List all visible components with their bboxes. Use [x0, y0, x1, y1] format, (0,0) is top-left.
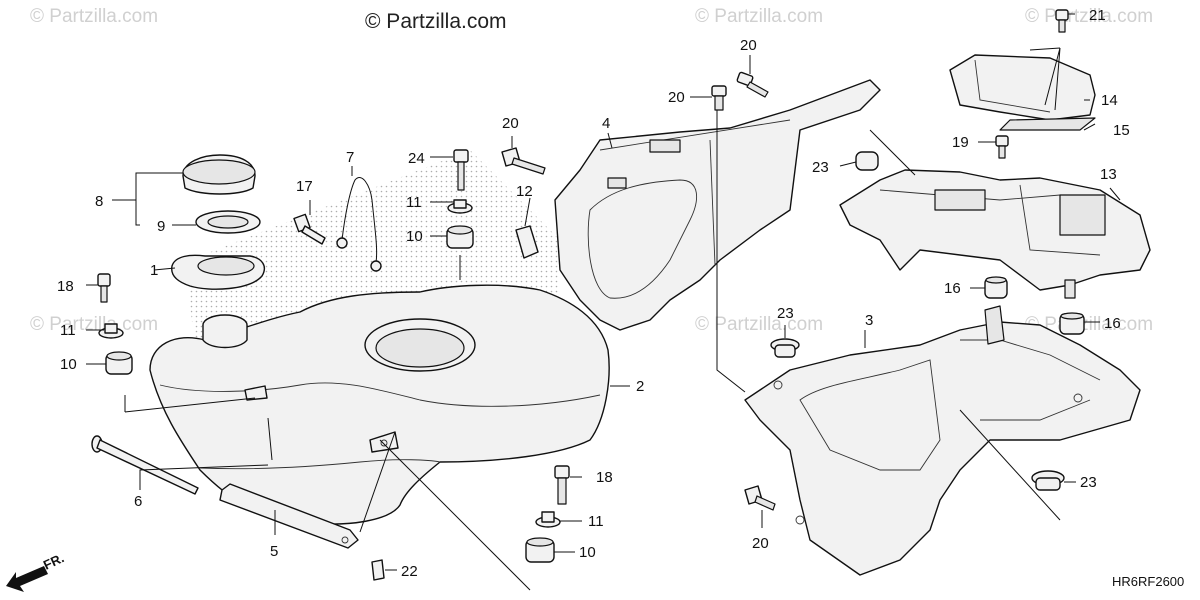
- callout-13: 13: [1100, 166, 1117, 183]
- callout-15: 15: [1113, 122, 1130, 139]
- callout-5: 5: [270, 543, 278, 560]
- callout-9: 9: [157, 218, 165, 235]
- callout-1: 1: [150, 262, 158, 279]
- leader-lines: [86, 13, 1121, 591]
- callout-18-lower: 18: [596, 469, 613, 486]
- long-bolt: [91, 435, 199, 495]
- callout-8: 8: [95, 193, 103, 210]
- bolt-20-c: [736, 71, 769, 98]
- callout-3: 3: [865, 312, 873, 329]
- clip-12: [515, 225, 539, 259]
- grommet-16-left: [984, 276, 1008, 299]
- callout-18-left: 18: [57, 278, 74, 295]
- callout-10-upper: 10: [406, 228, 423, 245]
- callout-23-mid: 23: [777, 305, 794, 322]
- bolt-20-b: [711, 85, 727, 111]
- direction-label: FR.: [41, 550, 66, 572]
- bolt-20-d: [744, 485, 776, 511]
- fuel-tank: [149, 284, 610, 525]
- ground-cable: [336, 177, 382, 272]
- callout-16-right: 16: [1104, 315, 1121, 332]
- watermark: © Partzilla.com: [1025, 314, 1153, 335]
- grommet-10-lower: [525, 537, 555, 563]
- callout-22: 22: [401, 563, 418, 580]
- callout-11-upper: 11: [406, 194, 422, 211]
- callout-19: 19: [952, 134, 969, 151]
- callout-10-left: 10: [60, 356, 77, 373]
- watermark: © Partzilla.com: [695, 314, 823, 335]
- callout-2: 2: [636, 378, 644, 395]
- callouts: 1 2 3 4 5 6 7 8 9 10 10 10 11 11 11 12 1…: [57, 7, 1130, 580]
- callout-7: 7: [346, 149, 354, 166]
- bolt-18-lower: [554, 465, 570, 505]
- cap-base: [171, 254, 266, 290]
- grommet-10-left: [105, 351, 133, 375]
- tank-strap: [219, 483, 359, 549]
- callout-24: 24: [408, 150, 425, 167]
- callout-16-left: 16: [944, 280, 961, 297]
- callout-6: 6: [134, 493, 142, 510]
- front-arrow-icon: [6, 566, 48, 592]
- bolt-20-a: [501, 147, 546, 175]
- callout-20-b: 20: [668, 89, 685, 106]
- grommet-16-right: [1059, 312, 1085, 335]
- grommet-23-top: [855, 151, 879, 171]
- callout-20-c: 20: [740, 37, 757, 54]
- bolt-18-left: [97, 273, 111, 303]
- callout-20-a: 20: [502, 115, 519, 132]
- bolt-17: [293, 213, 326, 245]
- watermark: © Partzilla.com: [30, 314, 158, 335]
- callout-11-left: 11: [60, 322, 76, 339]
- clip-22: [371, 559, 385, 581]
- bolt-24: [453, 149, 469, 191]
- grommet-23-right: [1031, 470, 1065, 491]
- front-direction-indicator: FR.: [6, 550, 66, 592]
- cap-seal: [195, 210, 261, 234]
- watermark: © Partzilla.com: [30, 6, 158, 27]
- fuel-cap: [182, 154, 256, 195]
- callout-10-lower: 10: [579, 544, 596, 561]
- callout-12: 12: [516, 183, 533, 200]
- watermark: © Partzilla.com: [695, 6, 823, 27]
- callout-20-d: 20: [752, 535, 769, 552]
- bolt-19: [995, 135, 1009, 159]
- callout-23-right: 23: [1080, 474, 1097, 491]
- collar-11-lower: [535, 511, 561, 528]
- screw-21: [1055, 9, 1069, 33]
- collar-11-upper: [447, 199, 473, 214]
- box-lid: [949, 54, 1096, 131]
- callout-14: 14: [1101, 92, 1118, 109]
- battery-box: [839, 169, 1151, 299]
- collar-11-left: [98, 323, 124, 339]
- grommet-23-mid: [770, 338, 800, 358]
- lower-bracket: [744, 305, 1141, 576]
- copyright-text: © Partzilla.com: [365, 10, 507, 33]
- callout-23-top: 23: [812, 159, 829, 176]
- callout-17: 17: [296, 178, 313, 195]
- callout-4: 4: [602, 115, 610, 132]
- callout-11-lower: 11: [588, 513, 604, 530]
- callout-21: 21: [1089, 7, 1106, 24]
- grommet-10-upper: [446, 225, 474, 249]
- diagram-code: HR6RF2600: [1112, 574, 1184, 589]
